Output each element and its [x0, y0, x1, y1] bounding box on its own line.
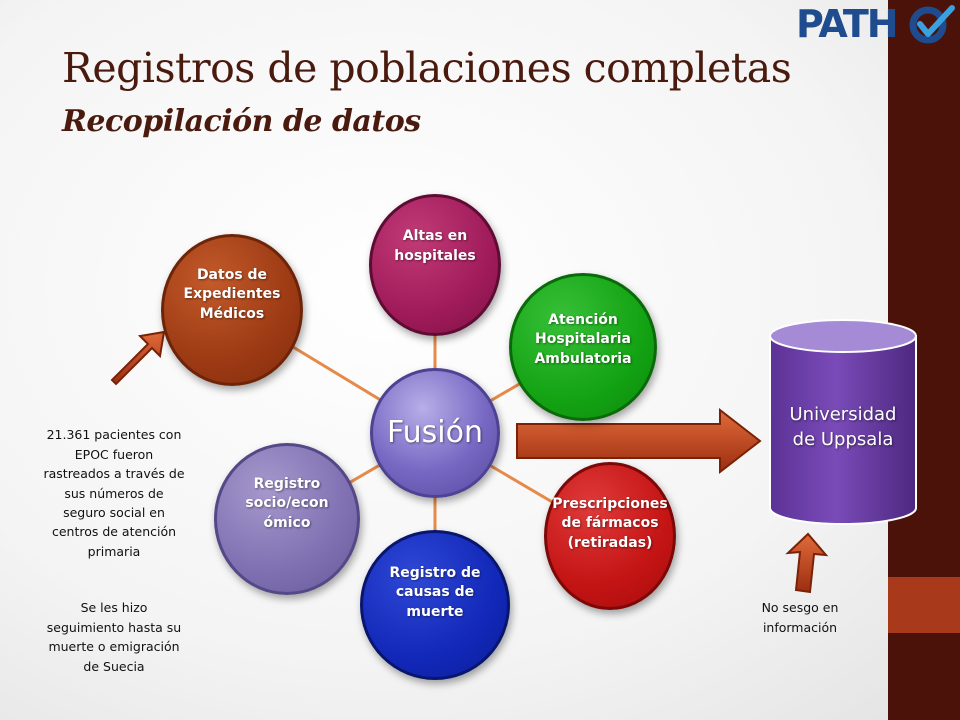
outpatient-care-node: Atención Hospitalaria Ambulatoria — [509, 273, 657, 421]
fusion-node: Fusión — [370, 368, 500, 498]
slide-subtitle: Recopilación de datos — [62, 104, 421, 139]
no-bias-arrow — [785, 532, 829, 594]
database-label: Universidad de Uppsala — [789, 404, 897, 451]
hospital-discharge-node: Altas en hospitales — [369, 194, 501, 336]
patients-note: 21.361 pacientes con EPOC fueron rastrea… — [14, 406, 214, 695]
fusion-to-database-arrow — [516, 407, 762, 475]
causes-of-death-node: Registro de causas de muerte — [360, 530, 510, 680]
no-bias-note: No sesgo en información — [761, 600, 839, 635]
socioeconomic-node: Registro socio/econ ómico — [214, 443, 360, 595]
patients-arrow — [110, 330, 166, 386]
right-band-accent — [888, 577, 960, 633]
check-o-mark-icon — [909, 5, 955, 44]
slide-title: Registros de poblaciones completas — [62, 44, 792, 92]
patients-note-tracking: 21.361 pacientes con EPOC fueron rastrea… — [43, 427, 185, 559]
patients-note-followup: Se les hizo seguimiento hasta su muerte … — [46, 600, 182, 674]
pathos-logo: PATH — [796, 2, 960, 46]
medical-records-node: Datos de Expedientes Médicos — [161, 234, 303, 386]
logo-text: PATH — [796, 2, 899, 46]
prescriptions-node: Prescripciones de fármacos (retiradas) — [544, 462, 676, 610]
database-cylinder-icon — [769, 319, 917, 525]
